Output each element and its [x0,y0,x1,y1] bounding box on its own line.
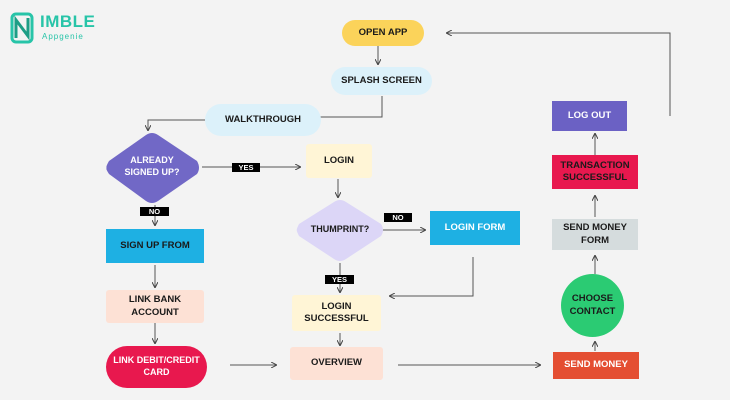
nimble-appgenie-logo: IMBLE Appgenie [10,8,140,50]
send-money-form-node: SEND MONEY FORM [552,219,638,250]
thumbprint-diamond [296,200,383,261]
already-signed-up-diamond [106,133,199,203]
overview-node: OVERVIEW [290,347,383,380]
login-form-node: LOGIN FORM [430,211,520,245]
transaction-successful-node: TRANSACTION SUCCESSFUL [552,155,638,189]
edge-form-to-success [390,257,474,296]
logo-mark-icon [10,12,34,44]
login-successful-node: LOGIN SUCCESSFUL [292,295,381,331]
splash-screen-node: SPLASH SCREEN [331,67,432,95]
edge-logout-to-open [447,33,671,116]
link-bank-account-node: LINK BANK ACCOUNT [106,290,204,323]
logo-subtitle: Appgenie [42,32,84,41]
sign-up-from-node: SIGN UP FROM [106,229,204,263]
signed-up-yes-tag: YES [232,163,260,172]
logo-wordmark: IMBLE [40,12,96,31]
edge-walkthrough-to-signed [148,119,205,130]
thumbprint-label: THUMPRINT? [310,224,370,235]
open-app-node: OPEN APP [342,20,424,46]
thumbprint-no-tag: NO [384,213,412,222]
already-signed-up-label: ALREADY SIGNED UP? [124,155,180,177]
edge-splash-to-walkthrough [310,96,383,117]
choose-contact-node: CHOOSE CONTACT [561,274,624,337]
thumbprint-yes-tag: YES [325,275,354,284]
send-money-node: SEND MONEY [553,352,639,379]
log-out-node: LOG OUT [552,101,627,131]
login-node: LOGIN [306,144,372,178]
walkthrough-node: WALKTHROUGH [205,104,321,136]
signed-up-no-tag: NO [140,207,169,216]
link-debit-credit-card-node: LINK DEBIT/CREDIT CARD [106,346,207,388]
